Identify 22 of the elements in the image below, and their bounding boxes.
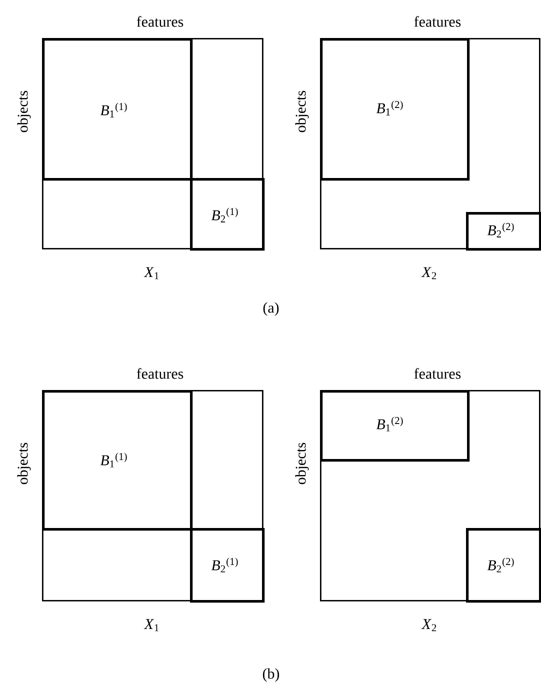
block-box: B$_{2}$(2)	[466, 528, 541, 603]
block-box: B$_{2}$(2)	[466, 212, 541, 251]
node-label: features	[414, 368, 461, 379]
node-label: features	[136, 16, 184, 27]
node-label: objects	[17, 442, 31, 484]
node-label: objects	[295, 442, 309, 484]
block-box: B$_{1}$(1)	[42, 38, 193, 181]
block-box: B$_{1}$(2)	[320, 390, 470, 462]
node-label: X$_{1}$	[144, 619, 159, 632]
node-label: X$_{2}$	[421, 619, 436, 632]
node-label: features	[136, 368, 184, 379]
node-label: X$_{1}$	[144, 267, 159, 280]
node-label: objects	[17, 90, 31, 132]
node-label: objects	[295, 90, 309, 132]
block-box: B$_{2}$(1)	[190, 178, 265, 251]
panel-label: (a)	[263, 302, 279, 316]
block-box: B$_{2}$(1)	[190, 528, 265, 603]
node-label: features	[414, 16, 461, 27]
panel-label: (b)	[262, 668, 280, 682]
block-box: B$_{1}$(2)	[320, 38, 470, 181]
block-box: B$_{1}$(1)	[42, 390, 193, 531]
node-label: X$_{2}$	[421, 267, 436, 280]
